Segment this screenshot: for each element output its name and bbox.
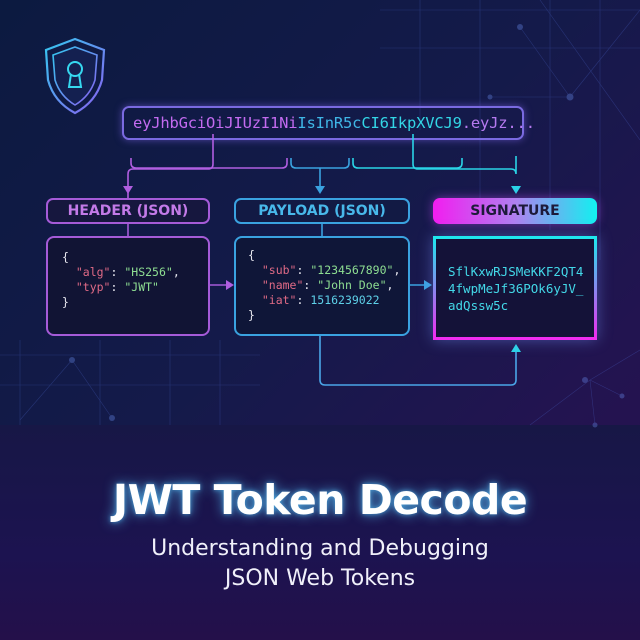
token-remainder: .eyJz... (461, 114, 535, 132)
token-signature-segment: CI6IkpXVCJ9 (361, 114, 462, 132)
signature-line-3: adQssw5c (448, 298, 509, 313)
token-payload-segment: IsInR5c (297, 114, 362, 132)
signature-box: SflKxwRJSMeKKF2QT4 4fwpMeJf36POk6yJV_ ad… (433, 236, 597, 340)
token-header-segment: eyJhbGciOiJIUzI1Ni (133, 114, 298, 132)
header-json-label: HEADER (JSON) (46, 198, 210, 224)
shield-keyhole-icon (44, 37, 106, 115)
json-line-name: "name": "John Doe", (261, 278, 394, 292)
subtitle-line-1: Understanding and Debugging (151, 536, 489, 561)
jwt-token-string: eyJhbGciOiJIUzI1NiIsInR5cCI6IkpXVCJ9.eyJ… (122, 106, 535, 140)
page-subtitle: Understanding and Debugging JSON Web Tok… (0, 534, 640, 594)
subtitle-line-2: JSON Web Tokens (224, 566, 416, 591)
header-json-box: { "alg": "HS256", "typ": "JWT" } (46, 236, 210, 336)
json-line-typ: "typ": "JWT" (75, 280, 159, 294)
json-close-brace: } (248, 308, 255, 322)
payload-json-box: { "sub": "1234567890", "name": "John Doe… (234, 236, 410, 336)
payload-json-label: PAYLOAD (JSON) (234, 198, 410, 224)
json-open-brace: { (62, 250, 69, 264)
signature-label: SIGNATURE (433, 198, 597, 224)
json-close-brace: } (62, 295, 69, 309)
lower-background (0, 425, 640, 640)
page-title: JWT Token Decode (112, 476, 528, 524)
json-line-iat: "iat": 1516239022 (261, 293, 380, 307)
json-line-alg: "alg": "HS256", (75, 265, 180, 279)
json-line-sub: "sub": "1234567890", (261, 263, 401, 277)
signature-line-2: 4fwpMeJf36POk6yJV_ (448, 281, 584, 296)
json-open-brace: { (248, 248, 255, 262)
signature-line-1: SflKxwRJSMeKKF2QT4 (448, 264, 584, 279)
